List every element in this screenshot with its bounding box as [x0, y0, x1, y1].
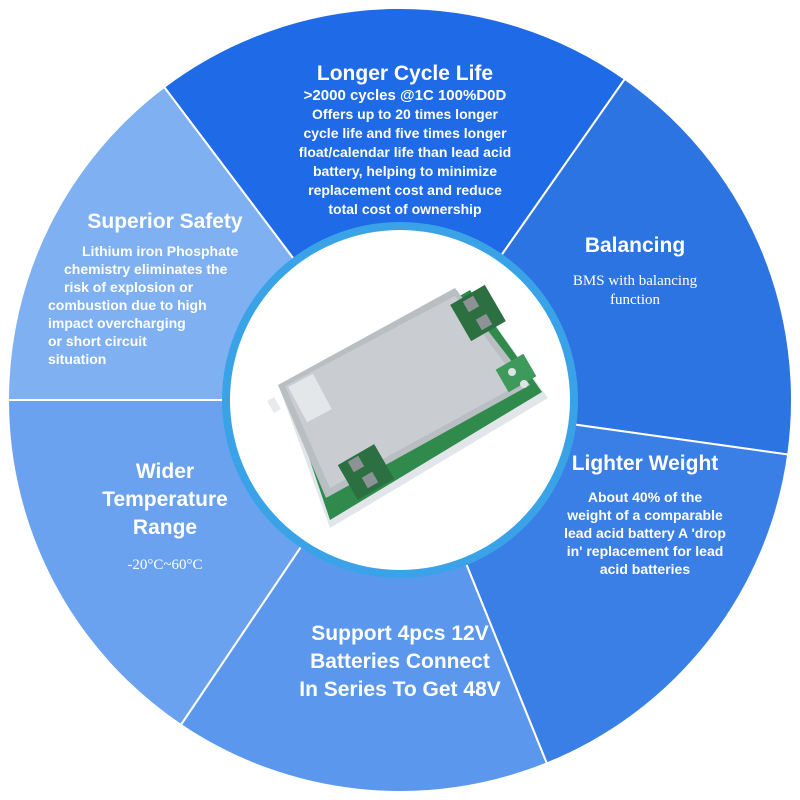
side-button [267, 396, 281, 414]
segment-title-line: Batteries Connect [310, 650, 490, 673]
segment-line: replacement cost and reduce [308, 182, 502, 198]
segment-longer-cycle-life: Longer Cycle Life >2000 cycles @1C 100%D… [255, 62, 555, 219]
segment-title: Longer Cycle Life [316, 62, 494, 85]
terminal-screw-bottom-2 [361, 471, 379, 489]
segment-subtitle: >2000 cycles @1C 100%D0D [303, 87, 507, 104]
aluminum-cover-highlight [285, 296, 520, 488]
segment-line: impact overcharging [48, 315, 186, 331]
terminal-screw-top-1 [462, 295, 480, 313]
component-right-1 [508, 368, 516, 376]
segment-line: or short circuit [48, 333, 147, 349]
segment-line: weight of a comparable [567, 507, 723, 523]
segment-title: Superior Safety [87, 210, 243, 233]
segment-line: float/calendar life than lead acid [298, 144, 512, 160]
bms-board-image [267, 284, 548, 528]
segment-top-wedge [162, 7, 627, 402]
board-label [288, 373, 332, 423]
segment-line: risk of explosion or [64, 279, 194, 295]
segment-line: in' replacement for lead [566, 543, 724, 559]
segment-line: lead acid battery A 'drop [564, 525, 726, 541]
segment-line: function [610, 292, 660, 308]
segment-line: Lithium iron Phosphate [82, 243, 239, 259]
segment-temperature-range: Wider Temperature Range -20°C~60°C [70, 458, 260, 575]
segment-title: Balancing [584, 234, 686, 257]
segment-title-line: Range [132, 516, 198, 539]
segment-title-line: In Series To Get 48V [299, 678, 501, 701]
segment-balancing: Balancing BMS with balancing function [540, 232, 730, 310]
segment-line: Offers up to 20 times longer [312, 106, 498, 122]
terminal-block-top [450, 284, 506, 342]
segment-line: total cost of ownership [328, 201, 482, 217]
segment-title-line: Temperature [102, 488, 228, 511]
wheel-segments [6, 7, 793, 793]
segment-title-line: Support 4pcs 12V [311, 622, 489, 645]
segment-series-connection: Support 4pcs 12V Batteries Connect In Se… [250, 620, 550, 704]
segment-line: About 40% of the [587, 489, 703, 505]
segment-line: battery, helping to minimize [312, 163, 498, 179]
segment-line: BMS with balancing [572, 273, 698, 289]
segment-line: combustion due to high [48, 297, 207, 313]
segment-title: Lighter Weight [571, 452, 719, 475]
segment-line: -20°C~60°C [127, 557, 203, 573]
component-right-2 [520, 380, 528, 388]
segment-line: acid batteries [599, 561, 691, 577]
terminal-screw-bottom-1 [347, 455, 365, 473]
connector-right [495, 353, 537, 393]
segment-lighter-weight: Lighter Weight About 40% of the weight o… [520, 450, 770, 578]
segment-bottom-wedge [179, 397, 549, 793]
segment-superior-safety: Superior Safety Lithium iron Phosphate c… [40, 208, 290, 368]
terminal-block-bottom [337, 444, 395, 500]
terminal-screw-top-2 [475, 313, 493, 331]
segment-line: situation [48, 351, 107, 367]
segment-title-line: Wider [135, 460, 195, 483]
segment-line: chemistry eliminates the [64, 261, 228, 277]
segment-line: cycle life and five times longer [303, 125, 507, 141]
